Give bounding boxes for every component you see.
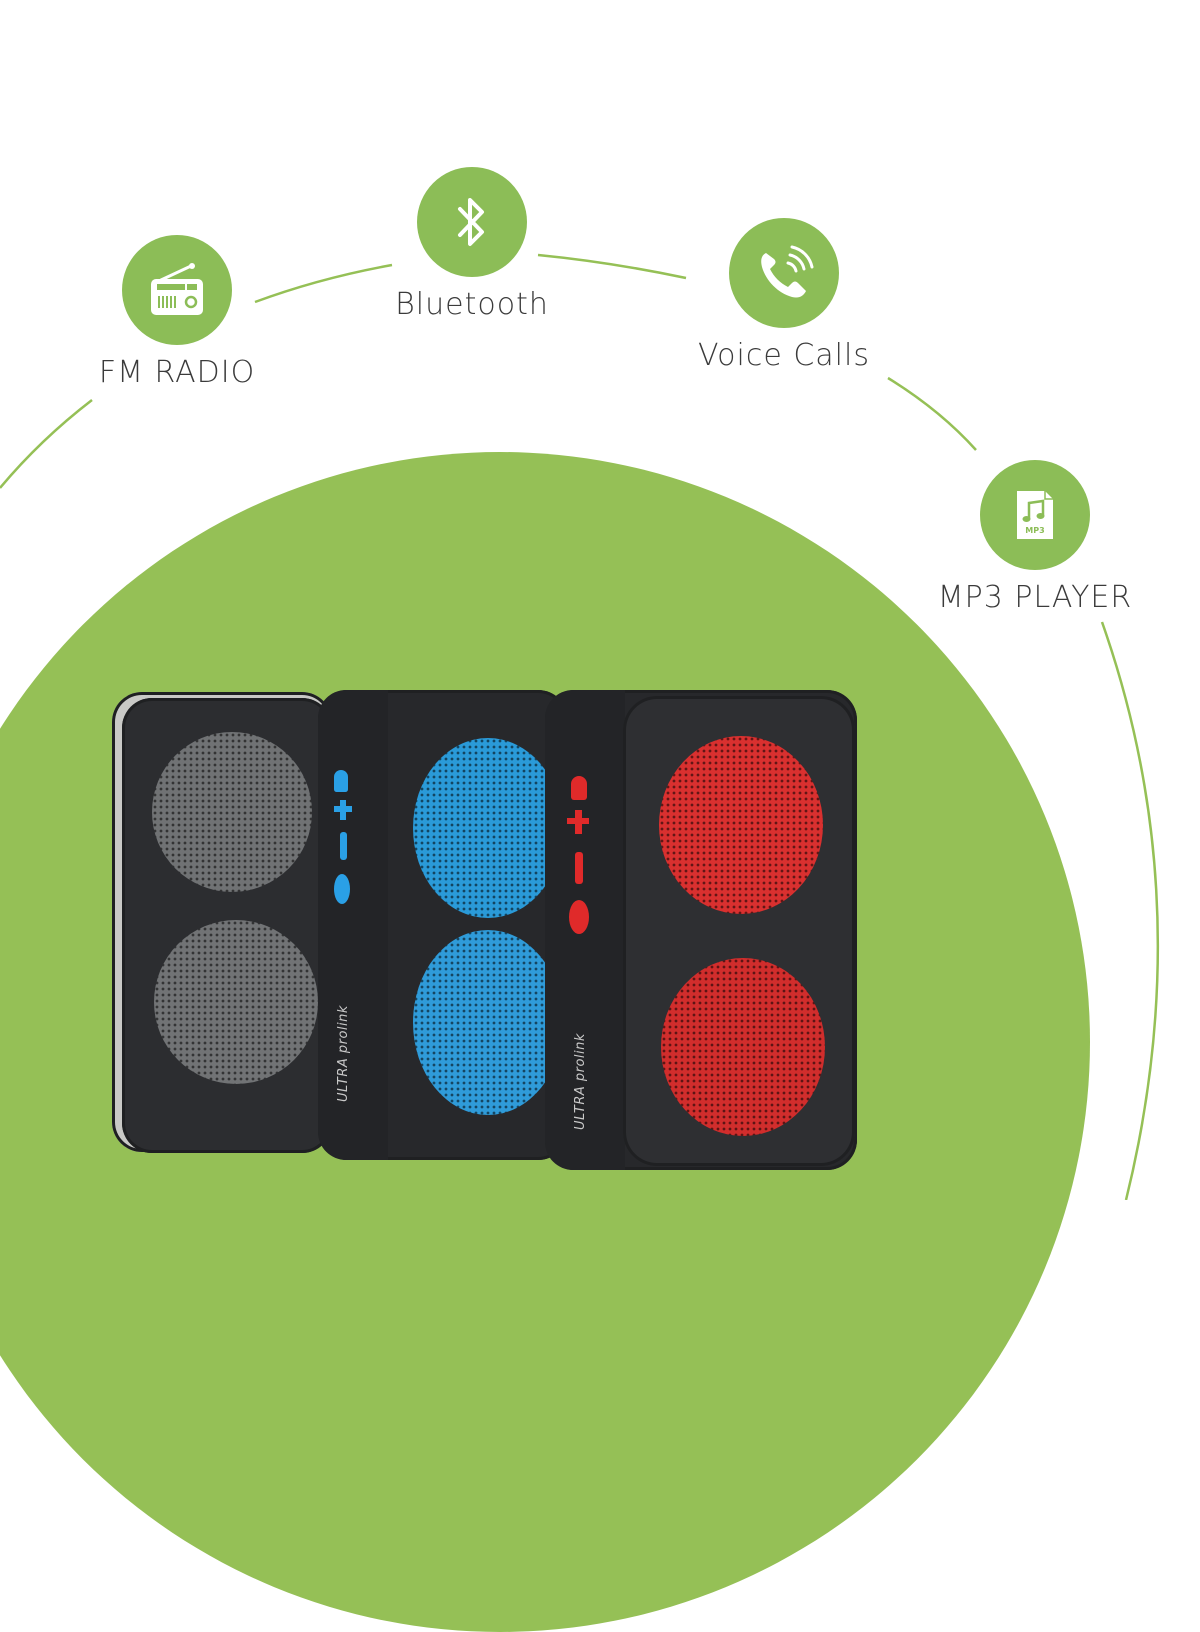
grille-red-bottom (661, 958, 825, 1136)
red-mode-button (571, 776, 587, 800)
blue-power-button (334, 874, 350, 904)
red-power-button (569, 900, 589, 934)
speaker-blue: ULTRA prolink (318, 690, 568, 1160)
brand-logo: ULTRA prolink (336, 1005, 351, 1102)
red-plus-button-vert (575, 810, 582, 834)
grille-red-top (659, 736, 823, 914)
feature-fm-radio: FM RADIO (99, 235, 254, 390)
speaker-grey (122, 698, 332, 1153)
mp3-file-icon: MP3 (980, 460, 1090, 570)
speaker-red-face (623, 696, 855, 1166)
brand-logo: ULTRA prolink (573, 1033, 588, 1130)
feature-label: Bluetooth (395, 287, 549, 322)
bluetooth-icon (417, 167, 527, 277)
radio-icon (122, 235, 232, 345)
grille-blue-top (413, 738, 563, 918)
red-minus-button (575, 852, 583, 884)
feature-label: Voice Calls (697, 338, 870, 373)
blue-plus-button-vert (340, 800, 346, 820)
blue-minus-button (340, 832, 347, 860)
grille-grey-bottom (154, 920, 318, 1084)
feature-bluetooth: Bluetooth (395, 167, 549, 322)
speaker-red: ULTRA prolink (545, 690, 857, 1170)
grille-grey-top (152, 732, 312, 892)
feature-label: FM RADIO (98, 355, 256, 390)
blue-mode-button (334, 770, 348, 792)
feature-voice-calls: Voice Calls (694, 218, 874, 373)
feature-mp3-player: MP3 MP3 PLAYER (930, 460, 1140, 615)
decorative-arc-lines (0, 253, 1160, 1200)
grille-blue-bottom (413, 930, 563, 1115)
mp3-badge-text: MP3 (1025, 526, 1044, 535)
feature-label: MP3 PLAYER (937, 580, 1133, 615)
phone-call-icon (729, 218, 839, 328)
